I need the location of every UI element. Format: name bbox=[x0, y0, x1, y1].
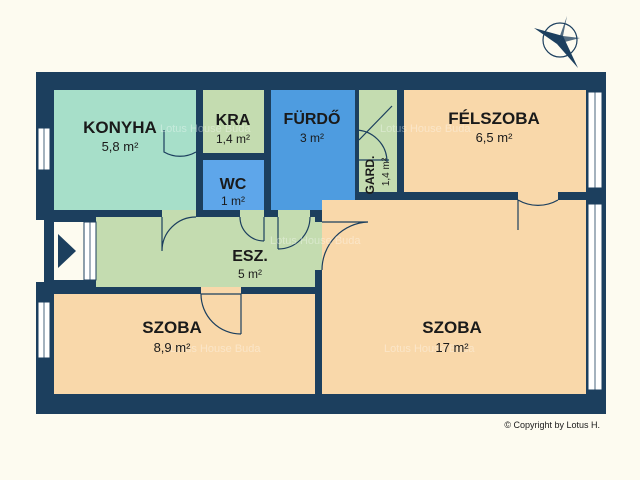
room-large bbox=[322, 200, 586, 394]
door-wc-hall bbox=[239, 216, 265, 242]
label-wardrobe-name: GARD. bbox=[363, 156, 377, 195]
door-kitchen-hall bbox=[161, 216, 197, 252]
label-small-room-name: SZOBA bbox=[142, 318, 202, 337]
label-half-room-area: 6,5 m² bbox=[476, 130, 514, 145]
watermark-3: Lotus House Buda bbox=[270, 235, 361, 247]
label-small-room-area: 8,9 m² bbox=[154, 340, 192, 355]
watermark-4: Lotus House Buda bbox=[170, 343, 261, 355]
compass-rose-icon bbox=[534, 16, 580, 68]
label-kitchen-area: 5,8 m² bbox=[102, 139, 140, 154]
entrance-arrow-icon bbox=[58, 234, 76, 268]
label-large-room-area: 17 m² bbox=[435, 340, 469, 355]
watermark-5: Lotus House Buda bbox=[384, 343, 475, 355]
room-pantry bbox=[203, 90, 264, 153]
label-bathroom-name: FÜRDŐ bbox=[284, 109, 341, 128]
label-half-room-name: FÉLSZOBA bbox=[448, 109, 540, 128]
label-bathroom-area: 3 m² bbox=[300, 131, 324, 145]
doors bbox=[161, 105, 559, 335]
door-large-half bbox=[517, 199, 559, 230]
label-hall-area: 5 m² bbox=[238, 267, 262, 281]
label-large-room-name: SZOBA bbox=[422, 318, 482, 337]
watermark-2: Lotus House Buda bbox=[380, 123, 471, 135]
label-kitchen-name: KONYHA bbox=[83, 118, 157, 137]
room-bathroom bbox=[271, 90, 355, 210]
door-hall-small bbox=[200, 293, 242, 335]
room-hall bbox=[96, 217, 315, 287]
door-bath-wardrobe bbox=[354, 129, 388, 163]
entrance-gap bbox=[30, 220, 44, 282]
label-wc-area: 1 m² bbox=[221, 194, 245, 208]
door-bath-hall bbox=[277, 216, 311, 250]
label-hall-name: ESZ. bbox=[232, 248, 268, 265]
label-pantry-name: KRA bbox=[216, 112, 251, 129]
door-wardrobe-diag bbox=[358, 105, 393, 141]
label-pantry-area: 1,4 m² bbox=[216, 132, 250, 146]
door-kitchen-pantry bbox=[163, 130, 197, 157]
label-wc-name: WC bbox=[220, 176, 247, 193]
door-hall-large bbox=[321, 221, 369, 271]
label-wardrobe-area: 1,4 m² bbox=[381, 157, 392, 186]
copyright-text: © Copyright by Lotus H. bbox=[504, 420, 600, 430]
watermark-1: Lotus House Buda bbox=[160, 123, 251, 135]
room-small bbox=[54, 294, 315, 394]
room-wc bbox=[203, 160, 264, 210]
room-half bbox=[404, 90, 586, 192]
room-kitchen bbox=[54, 90, 196, 210]
window-mullions bbox=[43, 92, 596, 390]
